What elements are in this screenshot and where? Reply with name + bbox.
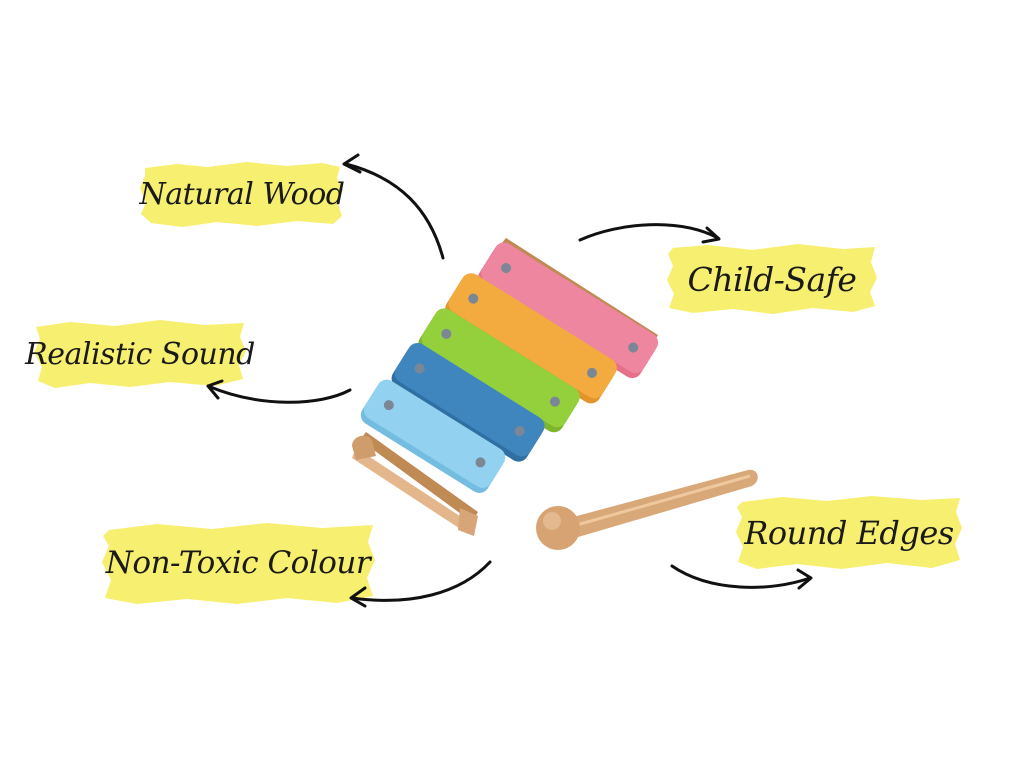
child-safe-label: Child-Safe bbox=[687, 259, 857, 299]
screw-icon bbox=[468, 293, 479, 304]
arrow-child-safe bbox=[578, 223, 721, 244]
bar-green bbox=[418, 308, 580, 433]
screw-icon bbox=[628, 342, 639, 353]
arrow-realistic-sound bbox=[206, 379, 352, 404]
round-edges-highlight bbox=[736, 496, 962, 569]
child-safe-callout: Child-Safe bbox=[663, 240, 881, 318]
bar-pink bbox=[478, 242, 659, 379]
bar-light-blue bbox=[360, 379, 506, 493]
screw-icon bbox=[475, 457, 486, 468]
round-edges-label: Round Edges bbox=[744, 514, 954, 552]
screw-icon bbox=[587, 367, 598, 378]
child-safe-highlight bbox=[667, 244, 877, 314]
wooden-rail-bottom bbox=[352, 432, 478, 536]
screw-icon bbox=[514, 426, 525, 437]
screw-icon bbox=[549, 396, 560, 407]
arrow-natural-wood bbox=[342, 153, 445, 260]
non-toxic-colour-label: Non-Toxic Colour bbox=[105, 545, 371, 581]
arrow-round-edges bbox=[670, 564, 813, 590]
natural-wood-highlight bbox=[140, 162, 343, 227]
screw-icon bbox=[501, 263, 512, 274]
screw-icon bbox=[441, 328, 452, 339]
non-toxic-colour-callout: Non-Toxic Colour bbox=[97, 518, 379, 608]
non-toxic-colour-highlight bbox=[102, 523, 375, 604]
realistic-sound-label: Realistic Sound bbox=[25, 336, 255, 372]
mallet bbox=[536, 469, 758, 550]
screw-icon bbox=[383, 400, 394, 411]
arrow-non-toxic-colour bbox=[349, 560, 492, 608]
bar-orange bbox=[445, 273, 617, 404]
bar-blue bbox=[391, 343, 545, 462]
natural-wood-label: Natural Wood bbox=[139, 176, 346, 212]
natural-wood-callout: Natural Wood bbox=[137, 158, 347, 230]
round-edges-callout: Round Edges bbox=[732, 492, 966, 574]
realistic-sound-callout: Realistic Sound bbox=[25, 315, 255, 393]
realistic-sound-highlight bbox=[34, 320, 246, 388]
screw-icon bbox=[414, 363, 425, 374]
